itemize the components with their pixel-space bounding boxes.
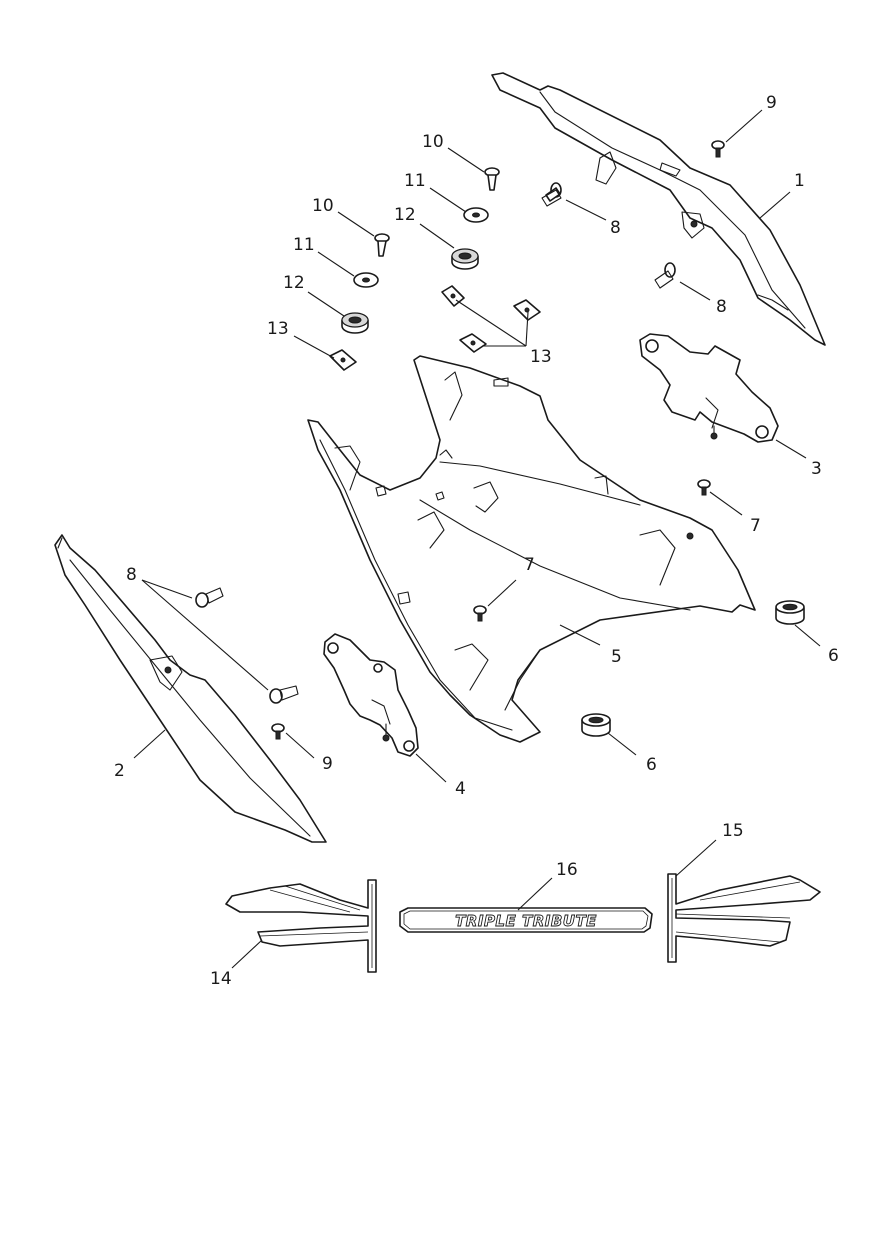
callout-13-left: 13 bbox=[267, 319, 289, 339]
callout-9-upper: 9 bbox=[766, 93, 777, 113]
part-8-bolt-b[interactable] bbox=[654, 262, 676, 289]
part-11-washer-upper[interactable] bbox=[463, 207, 489, 223]
callout-2: 2 bbox=[114, 761, 125, 781]
decal-text: TRIPLE TRIBUTE bbox=[455, 912, 597, 930]
callout-6-lower: 6 bbox=[646, 755, 657, 775]
callout-labels: 1 2 3 4 5 6 6 7 7 8 8 8 9 9 10 10 11 11 … bbox=[114, 93, 839, 989]
callout-6-upper: 6 bbox=[828, 646, 839, 666]
part-14-decal-left[interactable] bbox=[225, 879, 377, 973]
part-16-decal-triple-tribute[interactable]: TRIPLE TRIBUTE bbox=[399, 907, 653, 933]
part-9-screw-upper[interactable] bbox=[711, 140, 725, 158]
part-13-clip-d[interactable] bbox=[329, 349, 357, 371]
part-8-bolt-c[interactable] bbox=[195, 587, 224, 608]
part-15-decal-right[interactable] bbox=[667, 873, 821, 963]
callout-5: 5 bbox=[611, 647, 622, 667]
callout-7-lower: 7 bbox=[524, 555, 535, 575]
callout-8-a: 8 bbox=[610, 218, 621, 238]
callout-11-upper: 11 bbox=[404, 171, 426, 191]
callout-16: 16 bbox=[556, 860, 578, 880]
part-10-screw-lower[interactable] bbox=[374, 233, 390, 257]
part-6-grommet-upper[interactable] bbox=[775, 600, 805, 625]
callout-9-lower: 9 bbox=[322, 754, 333, 774]
part-12-grommet-upper[interactable] bbox=[451, 248, 479, 270]
callout-11-lower: 11 bbox=[293, 235, 315, 255]
part-13-clip-b[interactable] bbox=[513, 299, 541, 321]
part-10-screw-upper[interactable] bbox=[484, 167, 500, 191]
part-6-grommet-lower[interactable] bbox=[581, 713, 611, 737]
callout-10-lower: 10 bbox=[312, 196, 334, 216]
part-11-washer-lower[interactable] bbox=[353, 272, 379, 288]
part-8-bolt-a[interactable] bbox=[541, 182, 562, 207]
callout-8-b: 8 bbox=[716, 297, 727, 317]
callout-1: 1 bbox=[794, 171, 805, 191]
part-9-screw-lower[interactable] bbox=[271, 723, 285, 740]
callout-10-upper: 10 bbox=[422, 132, 444, 152]
part-4-bracket-left[interactable] bbox=[323, 633, 419, 757]
callout-12-lower: 12 bbox=[283, 273, 305, 293]
callout-12-upper: 12 bbox=[394, 205, 416, 225]
part-7-fastener-lower[interactable] bbox=[473, 605, 487, 622]
part-5-center-panel[interactable] bbox=[307, 355, 756, 743]
part-2-left-side-panel[interactable] bbox=[54, 534, 327, 843]
callout-8-c: 8 bbox=[126, 565, 137, 585]
callout-15: 15 bbox=[722, 821, 744, 841]
leader-lines bbox=[133, 109, 821, 969]
part-12-grommet-lower[interactable] bbox=[341, 312, 369, 334]
callout-4: 4 bbox=[455, 779, 466, 799]
callout-13-right: 13 bbox=[530, 347, 552, 367]
callout-3: 3 bbox=[811, 459, 822, 479]
callout-14: 14 bbox=[210, 969, 232, 989]
part-3-bracket-right[interactable] bbox=[639, 333, 779, 443]
part-1-right-side-panel[interactable] bbox=[491, 72, 826, 346]
part-13-clip-c[interactable] bbox=[459, 333, 487, 353]
part-7-fastener-upper[interactable] bbox=[697, 479, 711, 496]
part-8-bolt-d[interactable] bbox=[269, 685, 299, 704]
callout-7-upper: 7 bbox=[750, 516, 761, 536]
